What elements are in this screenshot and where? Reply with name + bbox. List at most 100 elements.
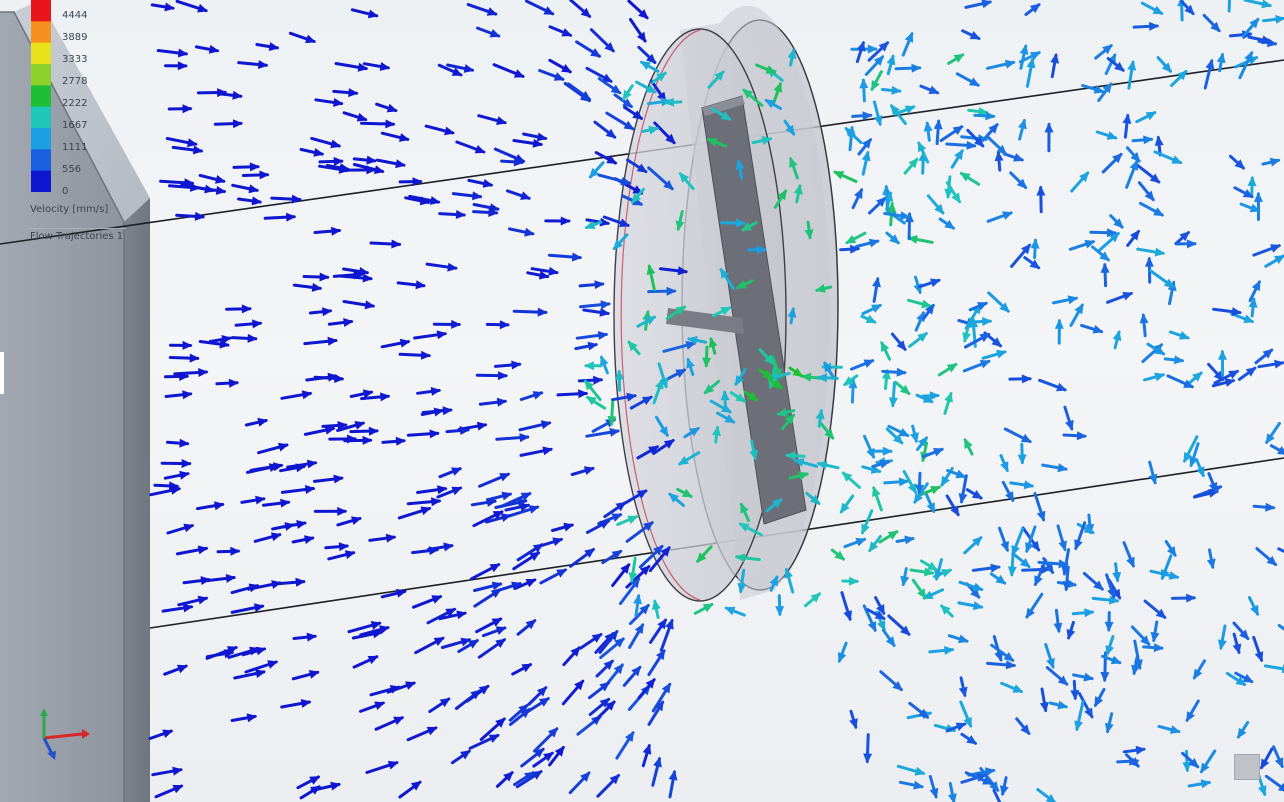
velocity-arrow-head bbox=[1179, 231, 1190, 242]
viewport-edge-marker bbox=[0, 352, 4, 394]
velocity-legend[interactable]: 4444 3889 3333 2778 2222 1667 1111 556 0… bbox=[28, 0, 138, 250]
velocity-arrow-head bbox=[917, 141, 927, 153]
rotor-disk[interactable] bbox=[613, 5, 839, 602]
velocity-arrow-head bbox=[327, 336, 338, 346]
velocity-arrow-head bbox=[1016, 178, 1027, 189]
velocity-arrow-head bbox=[215, 186, 227, 195]
velocity-arrow-head bbox=[946, 363, 958, 373]
velocity-arrow-head bbox=[904, 105, 916, 114]
velocity-arrow-head bbox=[845, 235, 857, 244]
velocity-arrow-head bbox=[609, 427, 620, 437]
velocity-arrow-head bbox=[584, 220, 596, 229]
velocity-arrow-head bbox=[1112, 330, 1122, 341]
velocity-arrow-head bbox=[310, 785, 321, 795]
velocity-arrow-head bbox=[491, 581, 503, 591]
velocity-arrow-head bbox=[426, 726, 438, 736]
velocity-arrow-head bbox=[380, 392, 391, 402]
velocity-arrow-head bbox=[1093, 580, 1104, 591]
velocity-arrow-head bbox=[1188, 758, 1200, 768]
velocity-arrow-head bbox=[861, 523, 870, 535]
velocity-arrow-head bbox=[286, 212, 297, 222]
velocity-arrow-head bbox=[749, 449, 759, 461]
velocity-arrow-head bbox=[734, 375, 744, 386]
velocity-arrow-head bbox=[933, 448, 944, 457]
velocity-arrow-head bbox=[1023, 480, 1035, 490]
velocity-arrow-head bbox=[1261, 0, 1272, 9]
velocity-arrow-head bbox=[712, 425, 721, 436]
velocity-arrow-head bbox=[784, 567, 793, 579]
velocity-arrow-head bbox=[663, 439, 675, 449]
velocity-arrow-head bbox=[966, 735, 978, 745]
legend-color-band bbox=[31, 64, 51, 86]
impeller-blade[interactable] bbox=[666, 95, 807, 525]
velocity-arrow-head bbox=[1018, 118, 1027, 130]
velocity-arrow-head bbox=[841, 471, 853, 482]
velocity-arrow-head bbox=[1140, 635, 1151, 646]
velocity-arrow-head bbox=[431, 595, 443, 604]
velocity-arrow-head bbox=[972, 601, 984, 611]
velocity-arrow-head bbox=[1020, 558, 1031, 568]
velocity-arrow-head bbox=[169, 481, 180, 491]
viewport-resize-handle[interactable] bbox=[1234, 754, 1260, 780]
velocity-arrow-head bbox=[197, 3, 208, 13]
velocity-arrow-head bbox=[824, 429, 835, 440]
velocity-arrow-head bbox=[1235, 676, 1247, 686]
velocity-arrow-head bbox=[1179, 331, 1190, 340]
velocity-arrow-head bbox=[996, 144, 1007, 155]
velocity-arrow-head bbox=[584, 361, 594, 371]
velocity-arrow-head bbox=[1105, 722, 1114, 734]
velocity-arrow-head bbox=[1013, 153, 1025, 162]
legend-plot-label[interactable]: Flow Trajectories 1 bbox=[30, 231, 124, 242]
velocity-arrow-head bbox=[930, 486, 941, 495]
velocity-arrow-head bbox=[499, 320, 510, 330]
velocity-arrow-head bbox=[880, 341, 890, 352]
velocity-arrow-head bbox=[642, 743, 652, 755]
velocity-arrow-head bbox=[451, 67, 463, 76]
velocity-arrow-head bbox=[914, 766, 926, 776]
velocity-arrow-head bbox=[456, 610, 467, 620]
velocity-arrow-head bbox=[563, 522, 575, 532]
velocity-arrow-head bbox=[164, 2, 175, 12]
velocity-arrow-head bbox=[934, 570, 943, 581]
velocity-arrow-head bbox=[1139, 313, 1149, 324]
velocity-arrow-head bbox=[1053, 622, 1063, 634]
velocity-arrow-head bbox=[1025, 542, 1034, 553]
velocity-arrow-head bbox=[687, 336, 698, 345]
velocity-arrow-head bbox=[636, 163, 648, 173]
velocity-arrow-head bbox=[999, 785, 1009, 796]
velocity-arrow-head bbox=[455, 210, 467, 219]
velocity-arrow-head bbox=[503, 771, 514, 782]
velocity-arrow-head bbox=[280, 498, 291, 508]
velocity-arrow-head bbox=[1109, 595, 1120, 605]
velocity-arrow-head bbox=[620, 176, 632, 186]
velocity-arrow-head bbox=[539, 697, 550, 707]
velocity-arrow-head bbox=[348, 88, 359, 98]
velocity-arrow-head bbox=[295, 577, 306, 587]
velocity-arrow-head bbox=[1183, 452, 1193, 463]
velocity-arrow-head bbox=[1036, 185, 1046, 196]
velocity-arrow-head bbox=[194, 211, 206, 221]
velocity-arrow-head bbox=[232, 90, 243, 100]
velocity-arrow-head bbox=[429, 429, 440, 439]
axis-triad[interactable] bbox=[30, 708, 90, 762]
velocity-arrow-head bbox=[513, 69, 525, 78]
velocity-arrow-head bbox=[611, 513, 623, 522]
velocity-arrow-head bbox=[460, 750, 471, 760]
velocity-arrow-head bbox=[223, 649, 235, 659]
velocity-arrow-head bbox=[395, 436, 406, 446]
velocity-arrow-head bbox=[580, 7, 592, 18]
velocity-arrow-head bbox=[885, 636, 896, 647]
velocity-arrow-head bbox=[1050, 53, 1060, 64]
velocity-arrow-head bbox=[182, 603, 194, 613]
velocity-arrow-head bbox=[217, 88, 228, 98]
velocity-arrow-head bbox=[393, 716, 405, 725]
velocity-arrow-head bbox=[599, 681, 610, 692]
velocity-arrow-head bbox=[1083, 524, 1095, 534]
velocity-arrow-head bbox=[882, 184, 892, 195]
velocity-arrow-head bbox=[785, 413, 795, 425]
velocity-arrow-head bbox=[1149, 173, 1161, 184]
velocity-arrow-head bbox=[1105, 645, 1114, 656]
velocity-arrow-head bbox=[982, 776, 994, 785]
velocity-arrow-head bbox=[868, 238, 880, 248]
